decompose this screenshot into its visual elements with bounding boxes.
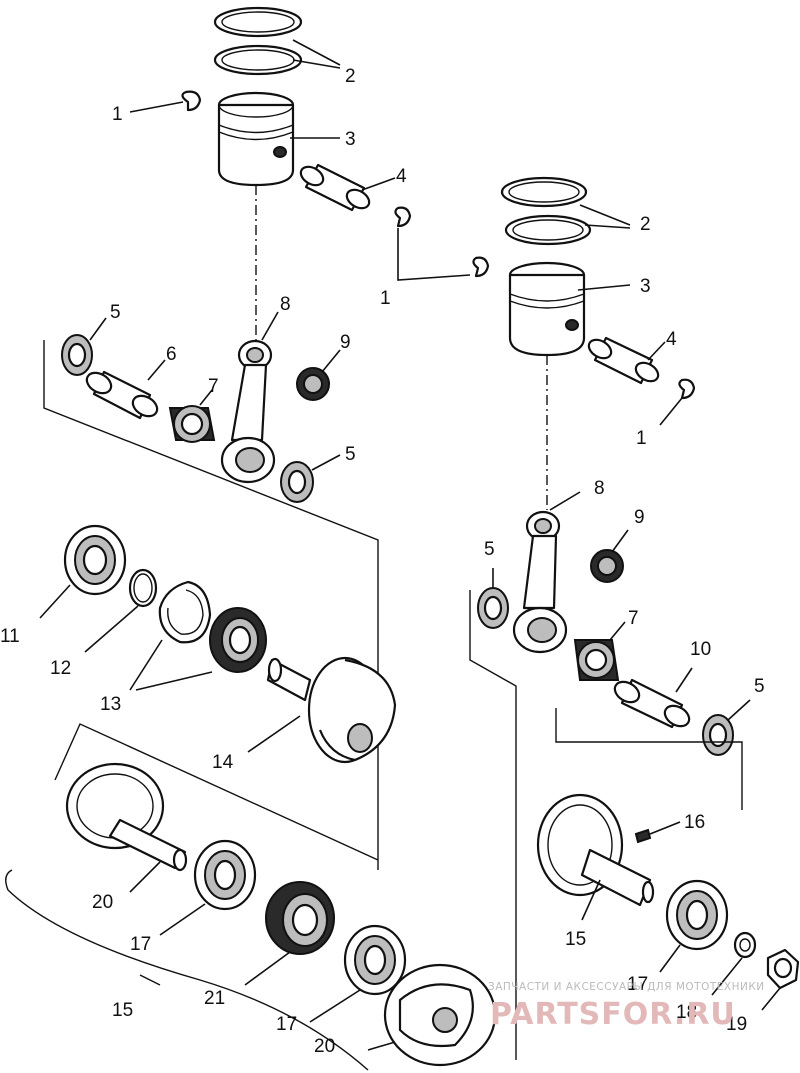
callout-8: 8 xyxy=(280,294,291,315)
callout-20: 20 xyxy=(92,892,113,913)
callout-1: 1 xyxy=(112,104,123,125)
callout-20: 20 xyxy=(314,1036,335,1057)
callout-6: 6 xyxy=(166,344,177,365)
callout-18: 18 xyxy=(676,1002,697,1023)
callout-14: 14 xyxy=(212,752,234,773)
callout-4: 4 xyxy=(396,166,407,187)
callout-11: 11 xyxy=(0,626,20,647)
callout-1: 1 xyxy=(380,288,391,309)
crank-half-15-right xyxy=(536,793,655,907)
callout-15: 15 xyxy=(565,929,586,950)
callout-13: 13 xyxy=(100,694,121,715)
circlip-right-a xyxy=(472,256,490,278)
snap-ring-13 xyxy=(158,580,212,644)
callout-2: 2 xyxy=(345,66,356,87)
washer-18 xyxy=(733,931,757,959)
callout-17: 17 xyxy=(130,934,151,955)
callout-17: 17 xyxy=(627,974,648,995)
callout-3: 3 xyxy=(640,276,651,297)
crank-half-20-lower xyxy=(383,963,497,1067)
callout-7: 7 xyxy=(628,608,639,629)
main-bearing-13 xyxy=(209,607,267,673)
callout-3: 3 xyxy=(345,129,356,150)
needle-bearing-left-small xyxy=(296,367,330,401)
callout-5: 5 xyxy=(484,539,495,560)
callout-5: 5 xyxy=(754,676,765,697)
piston-left xyxy=(217,91,295,187)
main-bearing-11 xyxy=(63,524,127,596)
piston-ring-right-top xyxy=(500,176,588,208)
callout-15: 15 xyxy=(112,1000,133,1021)
callout-12: 12 xyxy=(50,658,71,679)
callout-10: 10 xyxy=(690,639,711,660)
seal-right-lower xyxy=(702,714,734,756)
piston-ring-right-bottom xyxy=(504,214,592,246)
nut-19 xyxy=(766,948,800,990)
seal-left-upper xyxy=(61,334,93,376)
woodruff-key-16 xyxy=(634,828,652,844)
connecting-rod-left xyxy=(220,339,276,484)
crank-half-14 xyxy=(266,656,397,764)
callout-4: 4 xyxy=(666,329,677,350)
crank-half-20-upper xyxy=(65,762,188,872)
callout-5: 5 xyxy=(345,444,356,465)
circlip-left-a xyxy=(181,90,202,112)
callout-7: 7 xyxy=(208,376,219,397)
seal-right-upper xyxy=(477,587,509,629)
callout-5: 5 xyxy=(110,302,121,323)
main-bearing-17-upper xyxy=(193,839,257,911)
needle-bearing-left-big xyxy=(168,405,216,443)
connecting-rod-right xyxy=(512,510,568,654)
crank-pin-left xyxy=(85,370,159,420)
callout-9: 9 xyxy=(340,332,351,353)
callout-16: 16 xyxy=(684,812,705,833)
watermark-brand: PARTSFOR.RU xyxy=(490,997,736,1032)
main-bearing-17-lower xyxy=(343,924,407,996)
piston-ring-left-bottom xyxy=(213,44,303,76)
needle-bearing-right-small xyxy=(590,549,624,583)
seal-left-lower xyxy=(280,461,314,503)
callout-21: 21 xyxy=(204,988,225,1009)
callout-19: 19 xyxy=(726,1014,747,1035)
wrist-pin-left xyxy=(299,163,371,212)
circlip-right-b xyxy=(678,378,696,400)
seal-labyrinth-21 xyxy=(265,881,335,955)
callout-1: 1 xyxy=(636,428,647,449)
callout-17: 17 xyxy=(276,1014,297,1035)
main-bearing-17-right xyxy=(665,879,729,951)
callout-9: 9 xyxy=(634,507,645,528)
piston-ring-left-top xyxy=(213,6,303,38)
callout-2: 2 xyxy=(640,214,651,235)
callout-8: 8 xyxy=(594,478,605,499)
crank-pin-right xyxy=(613,678,691,729)
wrist-pin-right xyxy=(587,336,660,385)
needle-bearing-right-big xyxy=(573,639,620,681)
piston-right xyxy=(508,261,586,357)
circlip-12 xyxy=(128,568,158,608)
circlip-left-b xyxy=(394,206,412,228)
watermark-tagline: ЗАПЧАСТИ И АКСЕССУАРЫ ДЛЯ МОТОТЕХНИКИ xyxy=(488,981,765,993)
